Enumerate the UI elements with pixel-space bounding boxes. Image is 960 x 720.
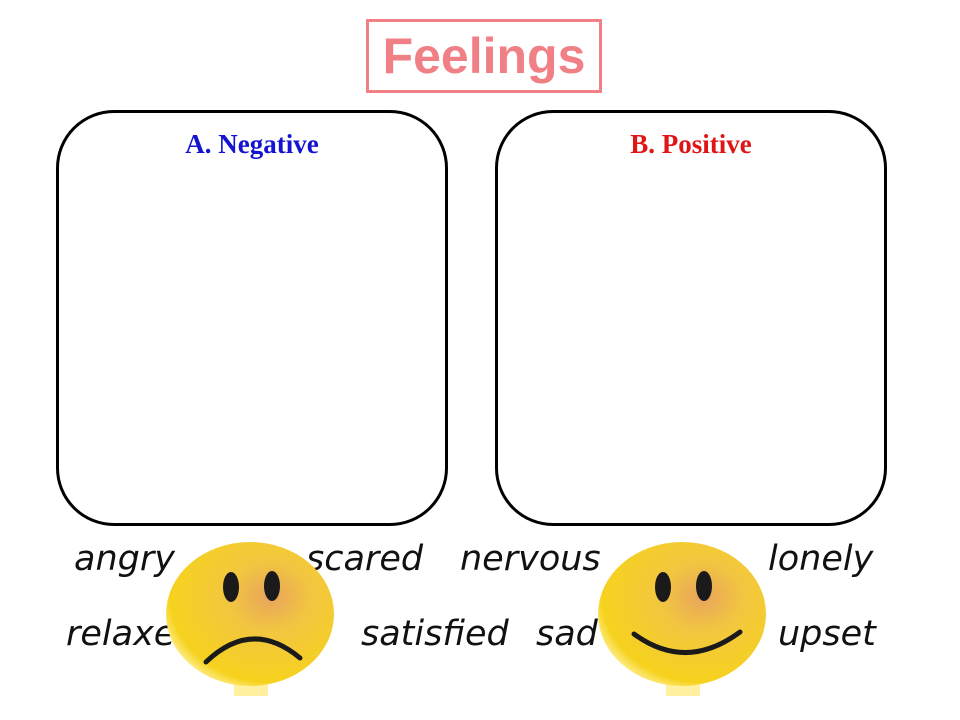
word-sad: sad [536, 614, 598, 654]
word-angry: angry [74, 539, 175, 579]
word-satisfied: satisfied [361, 614, 509, 654]
negative-panel: A. Negative [56, 110, 448, 526]
sad-face-icon [166, 542, 334, 696]
happy-face-icon [598, 542, 766, 696]
positive-panel: B. Positive [495, 110, 887, 526]
word-lonely: lonely [768, 539, 874, 579]
page-title: Feelings [382, 28, 586, 84]
word-upset: upset [778, 614, 876, 654]
positive-prefix: B. [630, 129, 656, 159]
word-nervous: nervous [460, 539, 601, 579]
title-box: Feelings [366, 19, 602, 93]
negative-label: Negative [218, 129, 319, 159]
negative-prefix: A. [185, 129, 212, 159]
positive-label: Positive [661, 129, 752, 159]
word-scared: scared [306, 539, 424, 579]
positive-heading: B. Positive [498, 129, 884, 160]
negative-heading: A. Negative [59, 129, 445, 160]
